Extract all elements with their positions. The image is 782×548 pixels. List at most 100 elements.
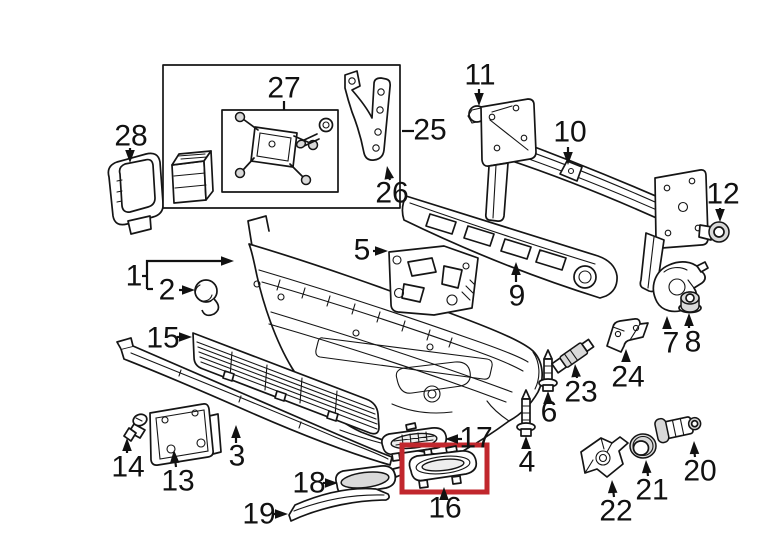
part-callout-5: 5 [354,234,388,267]
arrowhead-part-19 [275,509,288,519]
arrowhead-part-21 [641,460,652,474]
part-callout-10: 10 [553,116,587,165]
part-number-3: 3 [229,440,246,473]
part-16-drawing [408,445,478,489]
part-21-drawing [629,433,657,459]
part-27-box [162,64,401,209]
part-callout-3: 3 [229,425,246,473]
part-callout-19: 19 [242,498,288,531]
part-callout-24: 24 [611,349,645,394]
part-callout-4: 4 [519,436,536,479]
part-callout-9: 9 [509,262,526,313]
arrowhead-part-5 [375,246,388,256]
part-10-drawing [480,98,709,293]
part-24-drawing [606,318,649,353]
part-number-16: 16 [428,492,461,525]
part-callout-21: 21 [635,460,669,507]
part-callout-27: 27 [267,72,301,110]
part-number-22: 22 [599,495,632,528]
part-callout-20: 20 [683,441,717,488]
part-number-18: 18 [292,467,325,500]
part-number-4: 4 [519,446,536,479]
part-number-5: 5 [354,234,371,267]
part-callout-14: 14 [111,438,145,484]
part-23-drawing [550,338,595,374]
arrowhead-part-16 [439,487,449,500]
part-number-8: 8 [685,326,702,359]
part-5-drawing [388,245,479,316]
part-callout-8: 8 [684,313,701,359]
part-callout-12: 12 [706,178,740,222]
part-13-drawing [149,403,222,466]
arrowhead-part-1 [221,256,234,266]
part-12-drawing [698,221,730,243]
part-callout-2: 2 [159,274,195,307]
part-number-24: 24 [611,361,644,394]
part-number-7: 7 [663,327,680,360]
part-number-21: 21 [635,474,668,507]
part-callout-7: 7 [662,316,679,360]
arrowhead-part-6 [543,391,553,404]
part-number-9: 9 [509,280,526,313]
arrowhead-part-18 [325,478,338,488]
part-3-drawing [116,337,393,466]
part-callout-15: 15 [146,322,192,355]
part-number-27: 27 [267,72,300,105]
arrowhead-part-24 [621,349,631,362]
part-number-14: 14 [111,451,144,484]
part-callout-26: 26 [375,166,409,210]
part-number-25: 25 [413,114,446,147]
part-22-drawing [580,436,629,478]
part-number-6: 6 [541,396,558,429]
part-callout-11: 11 [464,59,496,106]
arrowhead-part-3 [231,425,241,438]
arrowhead-part-8 [684,313,694,326]
arrowhead-part-15 [179,332,192,342]
part-callout-25: 25 [402,114,447,147]
arrowhead-part-9 [511,262,521,275]
part-number-12: 12 [706,178,739,211]
part-4-drawing [516,389,536,437]
part-callout-28: 28 [114,120,148,163]
part-number-26: 26 [375,177,408,210]
arrowhead-part-10 [563,152,573,165]
part-9-drawing [401,195,618,299]
part-callout-18: 18 [292,467,338,500]
arrowhead-part-22 [607,480,618,494]
arrowhead-part-7 [662,316,672,329]
arrowhead-part-14 [122,438,132,451]
part-number-2: 2 [159,274,176,307]
arrowhead-part-17 [445,434,458,444]
part-8-drawing [678,291,702,314]
part-callout-23: 23 [564,364,598,409]
part-number-11: 11 [464,59,495,92]
arrowhead-part-2 [182,285,195,295]
arrowhead-part-12 [715,209,725,222]
part-2-drawing [194,279,220,317]
part-15-drawing [192,332,380,435]
part-number-17: 17 [459,422,492,455]
part-number-28: 28 [114,120,147,153]
part-number-13: 13 [161,465,194,498]
arrowhead-part-13 [169,450,180,464]
part-number-23: 23 [564,376,597,409]
part-callout-17: 17 [445,422,493,455]
part-28-drawing [107,152,164,235]
part-14-drawing [123,413,148,442]
part-callout-16: 16 [428,487,462,525]
arrowhead-part-4 [521,436,531,449]
arrowhead-part-28 [125,150,135,163]
arrowhead-part-20 [689,441,700,455]
part-18-drawing [335,465,404,501]
part-callout-6: 6 [541,391,558,429]
arrowhead-part-23 [571,364,581,378]
part-callout-22: 22 [599,480,633,528]
part-number-15: 15 [146,322,179,355]
part-number-19: 19 [242,498,275,531]
arrowhead-part-26 [384,166,394,180]
part-20-drawing [654,416,702,444]
part-number-20: 20 [683,455,716,488]
arrowhead-part-11 [474,93,484,106]
